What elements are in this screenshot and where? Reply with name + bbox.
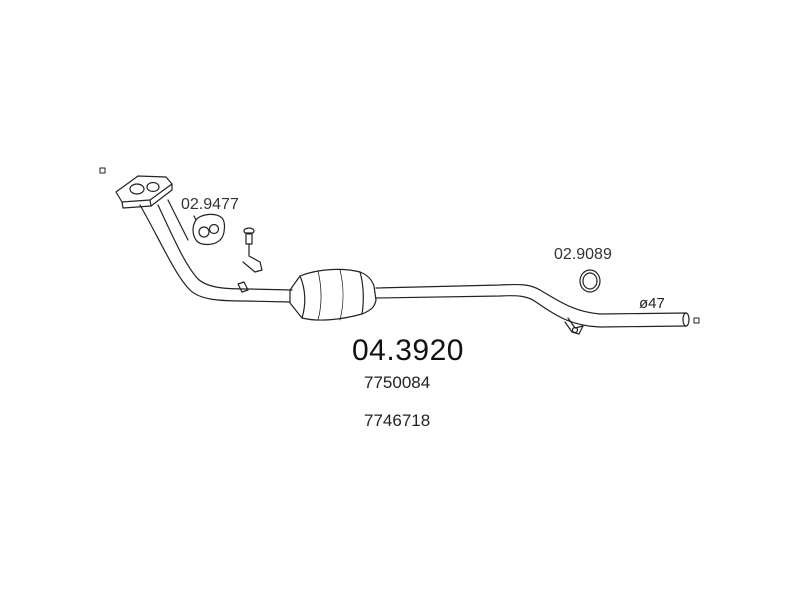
outlet-diameter-label: ø47	[639, 295, 665, 312]
part-number: 04.3920	[352, 334, 464, 367]
rear-end-marker	[693, 317, 700, 324]
middle-pipe	[375, 283, 690, 328]
front-gasket	[192, 213, 226, 246]
oe-number-1: 7750084	[364, 373, 431, 392]
front-down-pipe	[139, 199, 293, 303]
catalytic-converter	[289, 268, 377, 321]
inlet-flange	[115, 175, 173, 209]
rear-gasket-code: 02.9089	[554, 246, 612, 263]
front-end-marker	[99, 167, 106, 174]
rear-ring-gasket	[579, 269, 601, 293]
sensor-bracket	[237, 227, 263, 293]
oe-number-2: 7746718	[364, 411, 431, 430]
front-gasket-code: 02.9477	[181, 196, 239, 213]
rear-hanger	[564, 317, 584, 335]
